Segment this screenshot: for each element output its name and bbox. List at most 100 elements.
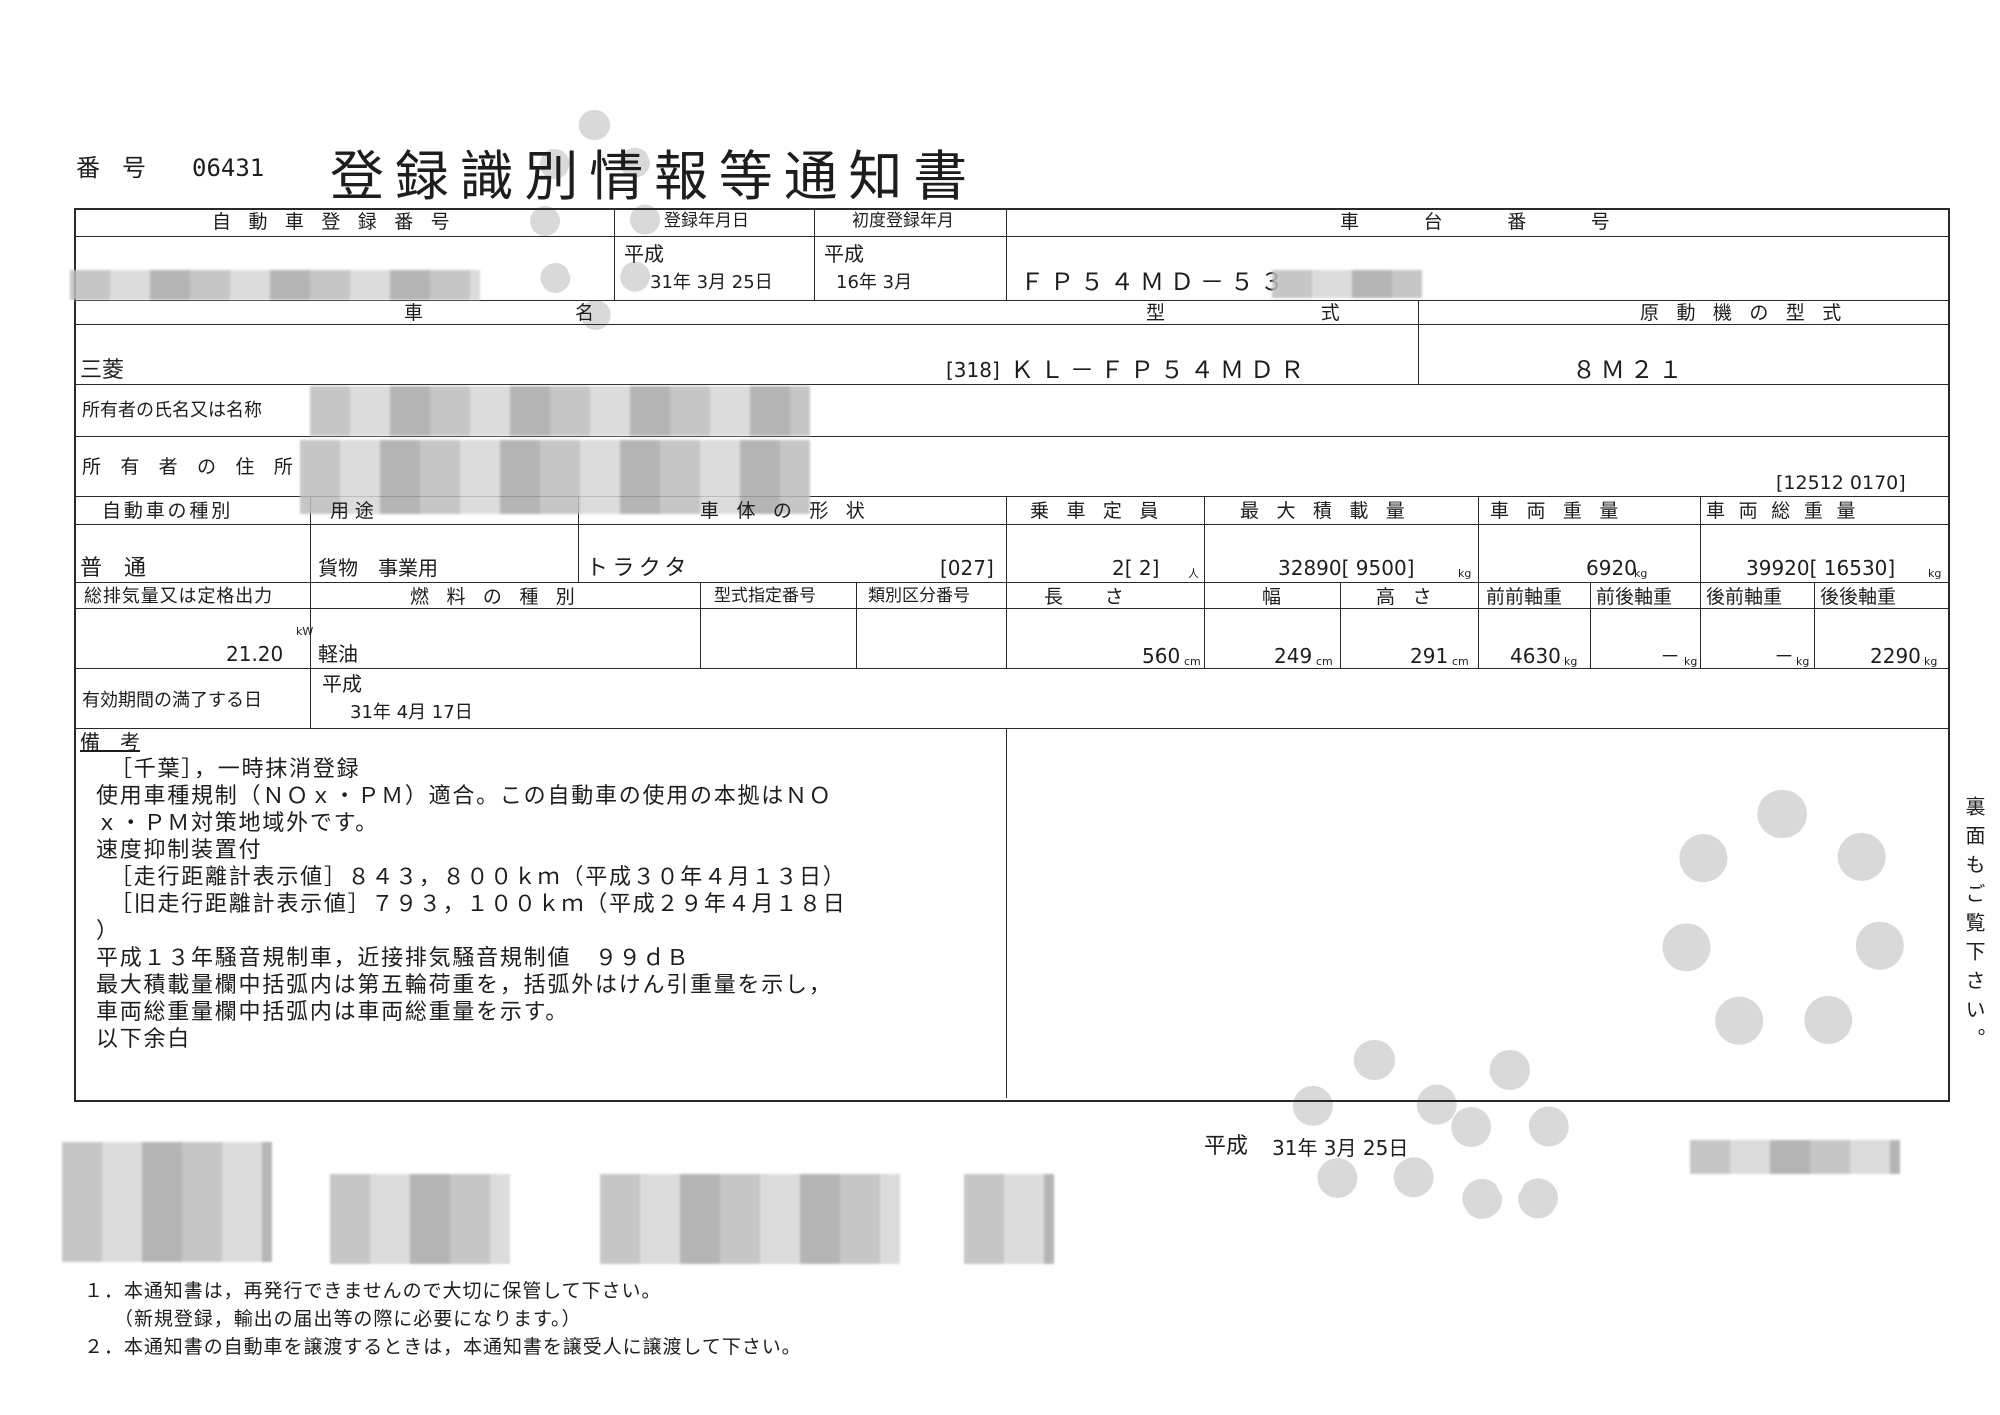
front-rear-axle-header: 前後軸重 bbox=[1596, 586, 1673, 608]
gross-weight: 39920[ 16530] bbox=[1746, 556, 1896, 580]
front-front-axle-unit: kg bbox=[1564, 655, 1578, 668]
vehicle-use: 貨物 事業用 bbox=[318, 556, 438, 580]
fuel-type: 軽油 bbox=[318, 642, 358, 666]
displacement: 21.20 bbox=[226, 642, 284, 666]
car-name: 三菱 bbox=[80, 358, 125, 383]
vehicle-weight-unit: kg bbox=[1634, 567, 1648, 580]
chassis-number-header: 車 台 番 号 bbox=[1340, 211, 1633, 233]
side-note: 裏面もご覧下さい。 bbox=[1962, 796, 1986, 1057]
body-shape-header: 車 体 の 形 状 bbox=[700, 500, 871, 522]
vehicle-weight-header: 車 両 重 量 bbox=[1490, 500, 1625, 522]
registration-date-header: 登録年月日 bbox=[664, 211, 749, 231]
type-designation-header: 型式指定番号 bbox=[714, 586, 816, 606]
displacement-header: 総排気量又は定格出力 bbox=[84, 586, 273, 607]
vehicle-model: ＫＬ－ＦＰ５４ＭＤＲ bbox=[1010, 356, 1310, 384]
length-value: 560 bbox=[1142, 644, 1181, 668]
redacted-code-block bbox=[330, 1174, 510, 1264]
footer-note: ２．本通知書の自動車を譲渡するときは，本通知書を譲受人に譲渡して下さい。 bbox=[84, 1336, 802, 1358]
remark-line: ［千葉］，一時抹消登録 bbox=[110, 757, 361, 782]
remark-line: 最大積載量欄中括弧内は第五輪荷重を，括弧外はけん引重量を示し， bbox=[96, 973, 833, 999]
body-shape-code: [027] bbox=[940, 556, 994, 580]
redacted-code-block bbox=[600, 1174, 900, 1264]
front-rear-axle-unit: kg bbox=[1684, 655, 1698, 668]
length-unit: cm bbox=[1184, 655, 1201, 668]
owner-code: [12512 0170] bbox=[1776, 472, 1906, 494]
remark-line: 速度抑制装置付 bbox=[96, 838, 263, 864]
height-value: 291 bbox=[1410, 644, 1449, 668]
first-registration-date: 16年 3月 bbox=[836, 272, 913, 293]
registration-number-header: 自 動 車 登 録 番 号 bbox=[212, 211, 456, 233]
front-rear-axle-value: － bbox=[1660, 644, 1680, 668]
rear-front-axle-header: 後前軸重 bbox=[1706, 586, 1783, 608]
rear-rear-axle-header: 後後軸重 bbox=[1820, 586, 1897, 608]
max-load: 32890[ 9500] bbox=[1278, 556, 1415, 580]
rear-front-axle-value: － bbox=[1774, 644, 1794, 668]
class-number-header: 類別区分番号 bbox=[868, 586, 970, 606]
capacity-header: 乗 車 定 員 bbox=[1030, 500, 1165, 522]
remark-line: 以下余白 bbox=[96, 1027, 192, 1053]
max-load-unit: kg bbox=[1458, 567, 1472, 580]
redacted-owner-name bbox=[310, 386, 810, 436]
main-table bbox=[74, 208, 1950, 1102]
footer-note: １．本通知書は，再発行できませんので大切に保管して下さい。 bbox=[84, 1280, 662, 1302]
expiry-label: 有効期間の満了する日 bbox=[82, 690, 262, 711]
rear-rear-axle-unit: kg bbox=[1924, 655, 1938, 668]
model-header: 型 式 bbox=[1146, 302, 1365, 324]
remark-line: 車両総重量欄中括弧内は車両総重量を示す。 bbox=[96, 1000, 570, 1026]
body-shape: トラクタ bbox=[586, 556, 691, 581]
redacted-code-block bbox=[62, 1142, 272, 1262]
redacted-registration-number bbox=[70, 270, 480, 300]
redacted-issuer bbox=[1690, 1140, 1900, 1174]
use-header: 用途 bbox=[330, 500, 380, 522]
remarks-body: ［千葉］，一時抹消登録 使用車種規制（ＮＯｘ・ＰＭ）適合。この自動車の使用の本拠… bbox=[96, 756, 847, 1054]
height-header: 高 さ bbox=[1376, 586, 1438, 608]
expiry-era: 平成 bbox=[322, 672, 362, 696]
gross-weight-header: 車 両 総 重 量 bbox=[1706, 500, 1860, 522]
engine-model-header: 原 動 機 の 型 式 bbox=[1640, 302, 1847, 324]
document-number-label: 番 号 bbox=[76, 154, 154, 182]
height-unit: cm bbox=[1452, 655, 1469, 668]
remarks-label: 備 考 bbox=[80, 730, 140, 754]
remark-line: ［旧走行距離計表示値］７９３，１００ｋｍ（平成２９年４月１８日 bbox=[110, 892, 847, 918]
gross-weight-unit: kg bbox=[1928, 567, 1942, 580]
first-registration-header: 初度登録年月 bbox=[852, 211, 954, 231]
fuel-type-header: 燃 料 の 種 別 bbox=[410, 586, 581, 608]
model-code: [318] bbox=[946, 358, 1000, 382]
redacted-chassis-suffix bbox=[1272, 270, 1422, 298]
remark-line: 平成１３年騒音規制車，近接排気騒音規制値 ９９ｄＢ bbox=[96, 946, 691, 972]
page-title: 登録識別情報等通知書 bbox=[330, 145, 978, 208]
owner-address-label: 所 有 者 の 住 所 bbox=[82, 456, 300, 478]
max-load-header: 最 大 積 載 量 bbox=[1240, 500, 1411, 522]
first-registration-era: 平成 bbox=[824, 242, 864, 266]
issue-date: 31年 3月 25日 bbox=[1272, 1136, 1409, 1160]
vehicle-kind-header: 自動車の種別 bbox=[102, 500, 234, 522]
vehicle-kind: 普 通 bbox=[80, 556, 147, 581]
displacement-unit: kW bbox=[296, 625, 314, 638]
remark-line: ） bbox=[96, 919, 120, 945]
front-front-axle-header: 前前軸重 bbox=[1486, 586, 1563, 608]
vehicle-weight: 6920 bbox=[1586, 556, 1637, 580]
width-header: 幅 bbox=[1262, 586, 1287, 608]
redacted-code-block bbox=[964, 1174, 1054, 1264]
remark-line: 使用車種規制（ＮＯｘ・ＰＭ）適合。この自動車の使用の本拠はＮＯ bbox=[96, 784, 833, 810]
remark-line: ｘ・ＰＭ対策地域外です。 bbox=[96, 811, 379, 837]
capacity-unit: 人 bbox=[1188, 567, 1199, 580]
width-value: 249 bbox=[1274, 644, 1313, 668]
redacted-owner-address bbox=[300, 440, 810, 514]
rear-front-axle-unit: kg bbox=[1796, 655, 1810, 668]
chassis-number: ＦＰ５４ＭＤ－５３ bbox=[1020, 268, 1290, 296]
registration-date: 31年 3月 25日 bbox=[650, 272, 773, 293]
issue-era: 平成 bbox=[1204, 1134, 1249, 1159]
document-number: 06431 bbox=[192, 154, 265, 182]
length-header: 長 さ bbox=[1044, 586, 1136, 608]
front-front-axle-value: 4630 bbox=[1510, 644, 1561, 668]
car-name-header: 車 名 bbox=[404, 302, 610, 324]
rear-rear-axle-value: 2290 bbox=[1870, 644, 1921, 668]
engine-model: ８Ｍ２１ bbox=[1572, 356, 1688, 384]
width-unit: cm bbox=[1316, 655, 1333, 668]
registration-era: 平成 bbox=[624, 242, 664, 266]
footer-note: （新規登録，輸出の届出等の際に必要になります。） bbox=[114, 1308, 582, 1330]
owner-name-label: 所有者の氏名又は名称 bbox=[82, 400, 262, 421]
remark-line: ［走行距離計表示値］８４３，８００ｋｍ（平成３０年４月１３日） bbox=[110, 865, 847, 891]
passenger-capacity: 2[ 2] bbox=[1112, 556, 1160, 580]
